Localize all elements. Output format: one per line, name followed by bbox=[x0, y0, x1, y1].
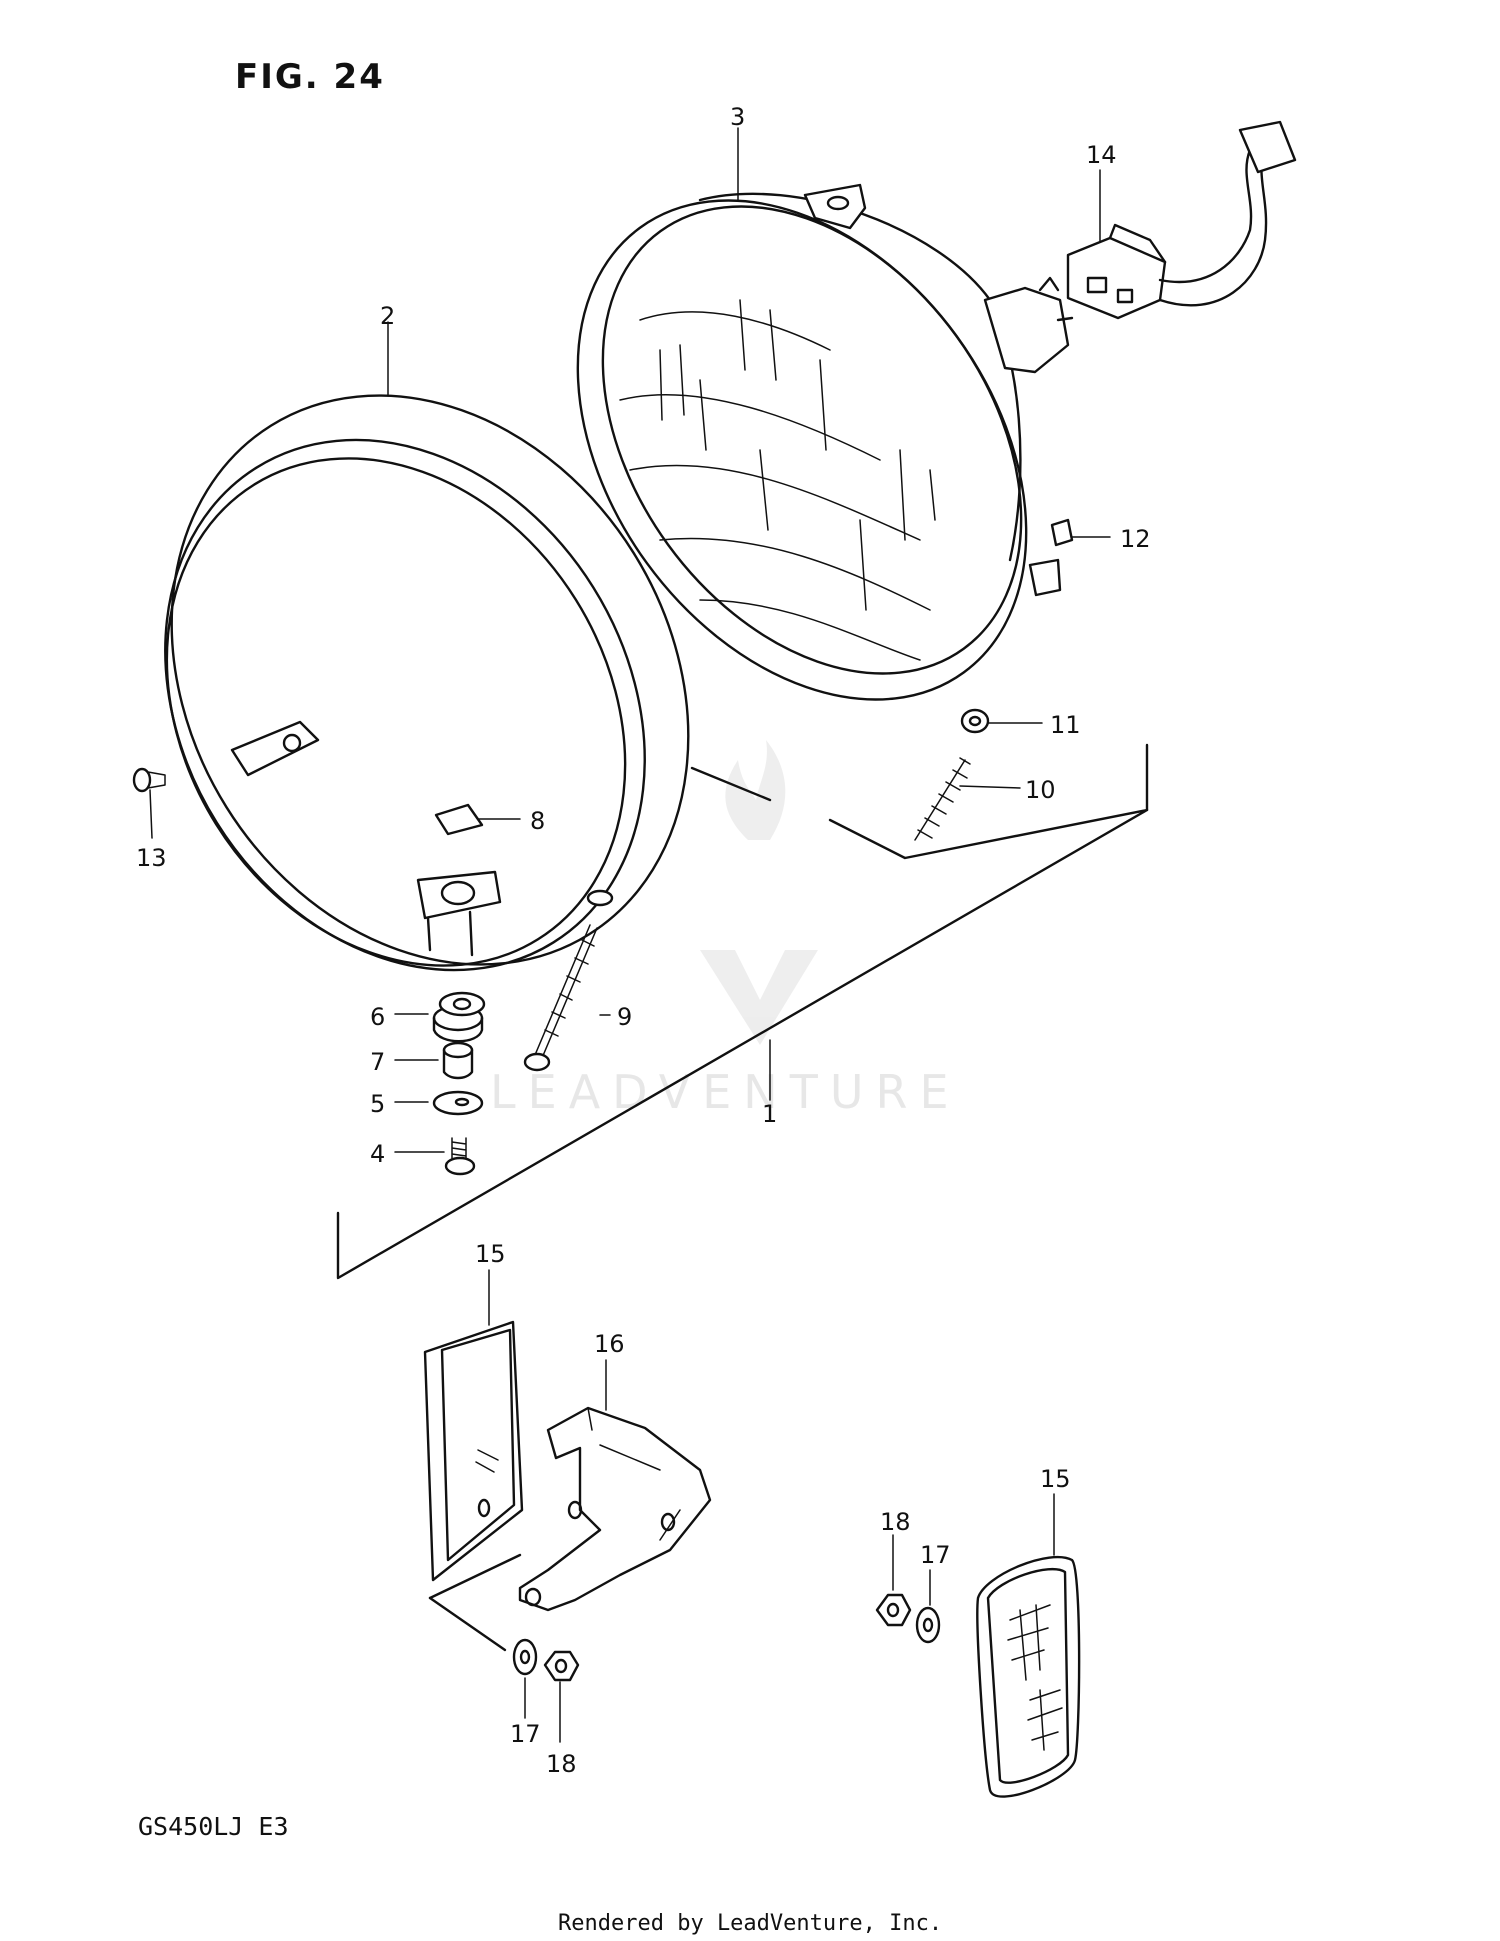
callout-3: 3 bbox=[730, 103, 745, 131]
headlight-unit bbox=[576, 183, 1074, 701]
callout-15-left: 15 bbox=[475, 1240, 506, 1268]
figure-label: FIG. 24 bbox=[235, 57, 385, 97]
reflector-15-right bbox=[976, 1555, 1081, 1798]
reflector-15-left bbox=[423, 1320, 524, 1582]
assembly-bracket-1 bbox=[336, 743, 1149, 1280]
callout-10: 10 bbox=[1025, 776, 1056, 804]
nut-18-right bbox=[875, 1593, 912, 1627]
callout-12: 12 bbox=[1120, 525, 1151, 553]
bolt-4 bbox=[444, 1137, 476, 1176]
callout-7: 7 bbox=[370, 1048, 385, 1076]
callout-18-left: 18 bbox=[546, 1750, 577, 1778]
callout-5: 5 bbox=[370, 1090, 385, 1118]
model-code: GS450LJ E3 bbox=[138, 1812, 289, 1841]
spring-10 bbox=[914, 757, 971, 841]
washer-17-left bbox=[512, 1638, 538, 1676]
render-credit: Rendered by LeadVenture, Inc. bbox=[558, 1911, 942, 1936]
watermark-text: LEADVENTURE bbox=[490, 1065, 961, 1119]
callout-6: 6 bbox=[370, 1003, 385, 1031]
callout-18-right: 18 bbox=[880, 1508, 911, 1536]
clip-12 bbox=[1050, 518, 1074, 547]
callout-1: 1 bbox=[762, 1100, 777, 1128]
callout-9: 9 bbox=[617, 1003, 632, 1031]
washer-17-right bbox=[915, 1606, 941, 1644]
callout-11: 11 bbox=[1050, 711, 1081, 739]
bracket-16 bbox=[428, 1406, 712, 1652]
washer-5 bbox=[432, 1090, 484, 1116]
callout-15-right: 15 bbox=[1040, 1465, 1071, 1493]
callout-13: 13 bbox=[136, 844, 167, 872]
nut-11 bbox=[960, 708, 990, 734]
callout-16: 16 bbox=[594, 1330, 625, 1358]
callout-17-left: 17 bbox=[510, 1720, 541, 1748]
collar-7 bbox=[442, 1041, 474, 1080]
wire-connector bbox=[1066, 120, 1297, 320]
grommet-6 bbox=[432, 991, 486, 1043]
headlight-rim bbox=[164, 394, 690, 972]
callout-labels: 1 2 3 4 5 6 7 8 9 10 11 12 13 14 15 15 1… bbox=[136, 103, 1151, 1778]
callout-17-right: 17 bbox=[920, 1541, 951, 1569]
nut-18-left bbox=[543, 1650, 580, 1682]
screw-13 bbox=[132, 767, 166, 793]
callout-2: 2 bbox=[380, 302, 395, 330]
leader-lines bbox=[149, 127, 1111, 1743]
leadventure-watermark: LEADVENTURE bbox=[490, 740, 961, 1119]
callout-14: 14 bbox=[1086, 141, 1117, 169]
callout-8: 8 bbox=[530, 807, 545, 835]
callout-4: 4 bbox=[370, 1140, 385, 1168]
screw-9 bbox=[523, 924, 598, 1072]
